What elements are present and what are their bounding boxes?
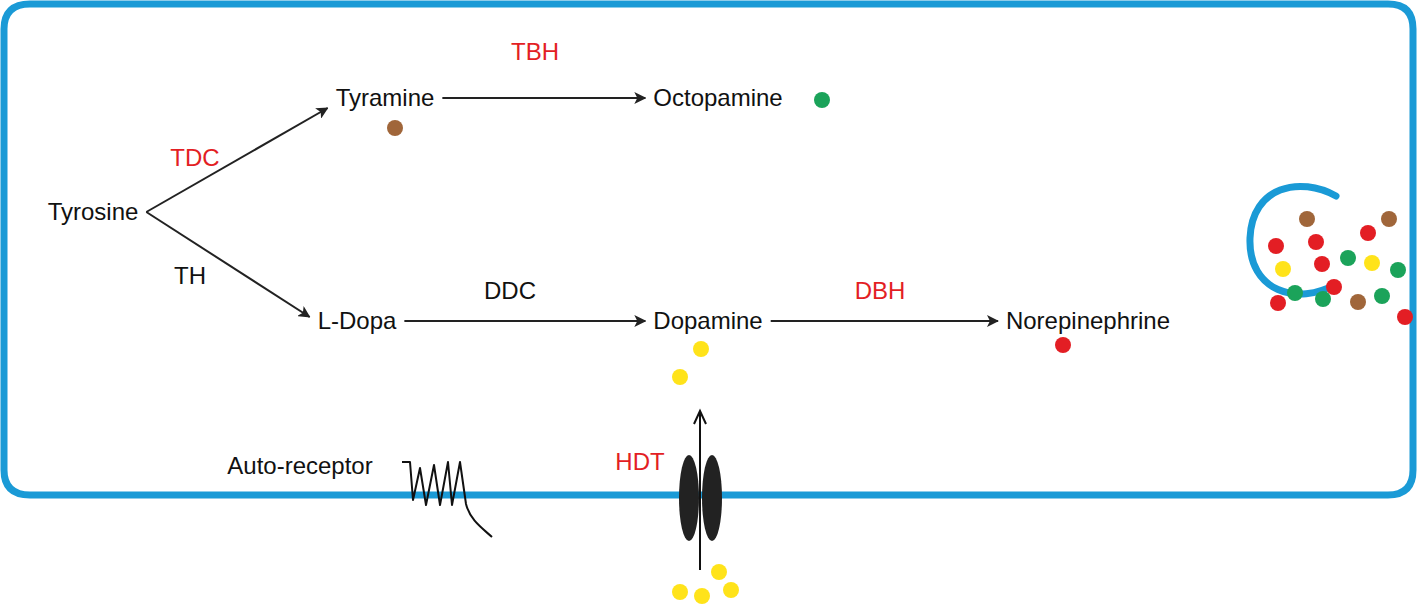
uptake-arrow xyxy=(699,412,701,570)
octopamine-dot xyxy=(814,92,830,108)
auto-receptor-symbol xyxy=(402,462,492,537)
enzyme-name: TDC xyxy=(170,144,219,172)
metabolite-name: Norepinephrine xyxy=(1006,307,1170,335)
enzyme-name: TH xyxy=(174,262,206,290)
reaction-arrow xyxy=(442,97,645,99)
enzyme-name: DBH xyxy=(855,277,906,305)
tyramine-dot xyxy=(387,120,403,136)
metabolite-label: Tyrosine xyxy=(44,196,143,228)
transporter-subunit xyxy=(702,455,722,541)
metabolite-name: Tyramine xyxy=(336,84,435,112)
metabolite-label: Dopamine xyxy=(649,305,766,337)
transporter-name: HDT xyxy=(615,448,664,476)
uptake-arrowhead xyxy=(694,411,706,424)
dopamine-dot xyxy=(672,584,688,600)
reaction-arrow xyxy=(404,320,645,322)
transporter-subunit xyxy=(679,455,699,541)
norepinephrine-dot xyxy=(1055,337,1071,353)
metabolite-label: Tyramine xyxy=(332,82,439,114)
receptor-name: Auto-receptor xyxy=(227,452,372,480)
metabolite-name: L-Dopa xyxy=(318,307,397,335)
vesicle-membrane xyxy=(1250,186,1336,294)
vesicle-dots xyxy=(1268,211,1413,325)
metabolite-label: Norepinephrine xyxy=(1002,305,1174,337)
reaction-arrow xyxy=(146,108,327,212)
reaction-arrow xyxy=(146,212,309,317)
dopamine-dot xyxy=(672,369,688,385)
metabolite-label: L-Dopa xyxy=(314,305,401,337)
enzyme-name: DDC xyxy=(484,277,536,305)
dopamine-dot xyxy=(694,588,710,604)
metabolite-label: Octopamine xyxy=(649,82,786,114)
metabolite-name: Octopamine xyxy=(653,84,782,112)
metabolite-name: Tyrosine xyxy=(48,198,139,226)
reaction-arrow xyxy=(771,320,998,322)
metabolite-name: Dopamine xyxy=(653,307,762,335)
dopamine-dot xyxy=(711,564,727,580)
dopamine-dot xyxy=(723,582,739,598)
cell-membrane xyxy=(4,4,1413,495)
enzyme-name: TBH xyxy=(511,38,559,66)
dopamine-dot xyxy=(693,341,709,357)
